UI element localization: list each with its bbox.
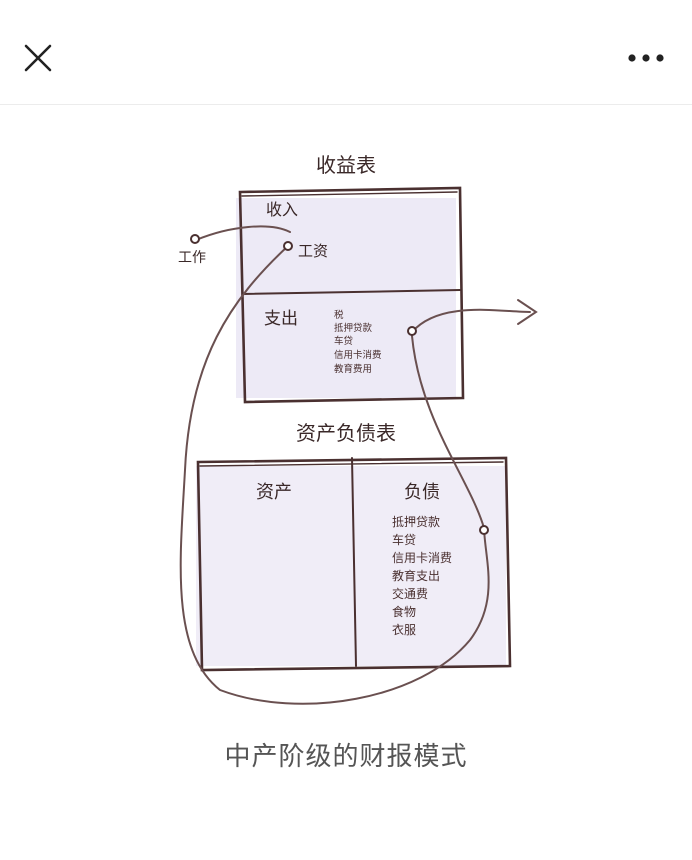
balance-sheet-box (196, 456, 512, 672)
liability-item: 车贷 (392, 532, 416, 547)
expense-item: 信用卡消费 (334, 349, 382, 361)
expense-items: 税 抵押贷款 车贷 信用卡消费 教育费用 (334, 309, 382, 375)
financial-statement-diagram: 收益表 收入 工作 工资 支出 税 抵押贷款 车贷 信用卡消费 教育费用 资产负… (0, 104, 692, 860)
liabilities-label: 负债 (404, 482, 440, 503)
flow-nodes (190, 234, 489, 535)
balance-sheet-title: 资产负债表 (296, 421, 396, 445)
expense-item: 教育费用 (334, 363, 372, 375)
liability-item: 教育支出 (392, 568, 440, 583)
income-statement-shadow (236, 198, 456, 398)
more-options-button[interactable] (622, 40, 670, 76)
liability-items: 抵押贷款 车贷 信用卡消费 教育支出 交通费 食物 衣服 (392, 515, 452, 637)
cashflow-lines (179, 225, 538, 705)
salary-label: 工资 (298, 242, 328, 260)
more-options-icon (628, 54, 664, 62)
expense-item: 税 (334, 309, 344, 321)
close-icon (24, 44, 52, 72)
balance-sheet-shadow (196, 466, 506, 666)
diagram-canvas: 收益表 收入 工作 工资 支出 税 抵押贷款 车贷 信用卡消费 教育费用 资产负… (178, 153, 538, 705)
image-caption: 中产阶级的财报模式 (224, 742, 468, 772)
expense-item: 车贷 (334, 335, 353, 347)
liability-item: 抵押贷款 (392, 515, 440, 529)
top-bar (0, 0, 692, 105)
expense-label: 支出 (264, 309, 298, 329)
income-statement-box (238, 186, 465, 404)
liability-item: 交通费 (392, 586, 428, 601)
liability-item: 食物 (392, 604, 416, 619)
assets-label: 资产 (256, 482, 292, 503)
liability-item: 衣服 (392, 622, 416, 637)
liability-item: 信用卡消费 (392, 551, 452, 565)
income-statement-title: 收益表 (316, 153, 376, 177)
expense-item: 抵押贷款 (334, 322, 373, 334)
close-button[interactable] (18, 38, 58, 78)
income-label: 收入 (266, 200, 298, 219)
work-label: 工作 (178, 250, 206, 266)
